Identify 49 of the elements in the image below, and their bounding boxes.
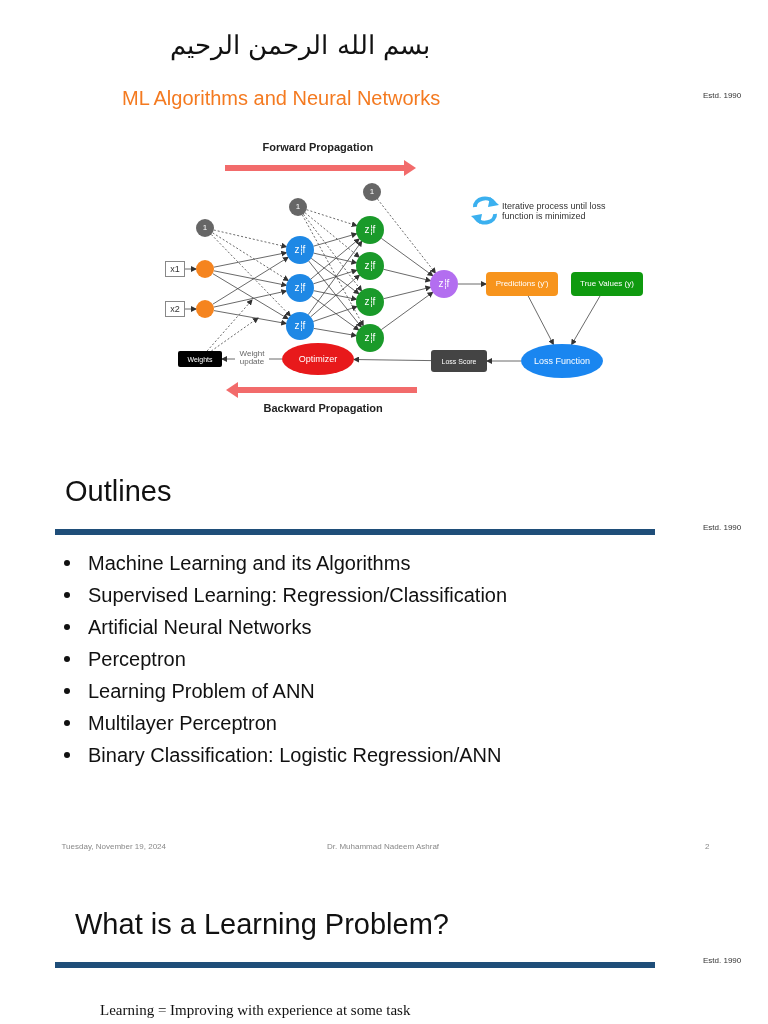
- bias-node: 1: [196, 219, 214, 237]
- output-neuron: [430, 270, 458, 298]
- neuron-symbol: z: [293, 245, 301, 255]
- bias-node: 1: [363, 183, 381, 201]
- slide-title: ML Algorithms and Neural Networks: [122, 86, 441, 110]
- input-neuron: [196, 300, 214, 318]
- slide-heading: What is a Learning Problem?: [75, 907, 449, 941]
- input-neuron: [196, 260, 214, 278]
- bullet-text: Binary Classification: Logistic Regression/ANN: [88, 743, 502, 767]
- caption: Estd. 1990: [703, 522, 742, 532]
- bullet-text: Multilayer Perceptron: [88, 711, 277, 735]
- hidden-neuron: [356, 216, 384, 244]
- hidden-neuron: [286, 236, 314, 264]
- calligraphy-text: بسم الله الرحمن الرحيم: [170, 30, 430, 60]
- hidden-neuron: [356, 252, 384, 280]
- formula-text: Learning = Improving with experience at some task: [100, 1001, 411, 1019]
- footer-date: Tuesday, November 19, 2024: [61, 841, 166, 851]
- edge-label: Weight update: [235, 350, 269, 367]
- heading: Backward Propagation: [263, 402, 383, 414]
- hidden-neuron: [286, 312, 314, 340]
- caption: Estd. 1990: [703, 955, 742, 965]
- hidden-neuron: [356, 288, 384, 316]
- bullet-text: Supervised Learning: Regression/Classification: [88, 583, 508, 607]
- heading: Forward Propagation: [262, 141, 374, 153]
- bullet-text: Artificial Neural Networks: [88, 615, 312, 639]
- neuron-symbol: z: [293, 283, 301, 293]
- footer-author: Dr. Muhammad Nadeem Ashraf: [327, 841, 440, 851]
- input-box: x2: [165, 301, 185, 317]
- neuron-symbol: z: [437, 279, 445, 289]
- prediction-box: Predictions (y'): [486, 272, 558, 296]
- caption: Estd. 1990: [703, 90, 742, 100]
- bullet-text: Learning Problem of ANN: [88, 679, 315, 703]
- neuron-symbol: z: [293, 321, 301, 331]
- neuron-symbol: z: [363, 333, 371, 343]
- annotation: Iterative process until loss function is minimized: [502, 200, 607, 222]
- slide-heading: Outlines: [65, 474, 172, 508]
- page-number: 2: [705, 841, 710, 851]
- hidden-neuron: [356, 324, 384, 352]
- neuron-symbol: z: [363, 225, 371, 235]
- true-value-box: True Values (y): [571, 272, 643, 296]
- optimizer-ellipse: Optimizer: [282, 343, 354, 375]
- loss-function-ellipse: Loss Function: [521, 344, 603, 378]
- bullet-text: Perceptron: [88, 647, 186, 671]
- neuron-symbol: z: [363, 297, 371, 307]
- input-box: x1: [165, 261, 185, 277]
- bias-node: 1: [289, 198, 307, 216]
- bullet-text: Machine Learning and its Algorithms: [88, 551, 411, 575]
- hidden-neuron: [286, 274, 314, 302]
- neuron-symbol: z: [363, 261, 371, 271]
